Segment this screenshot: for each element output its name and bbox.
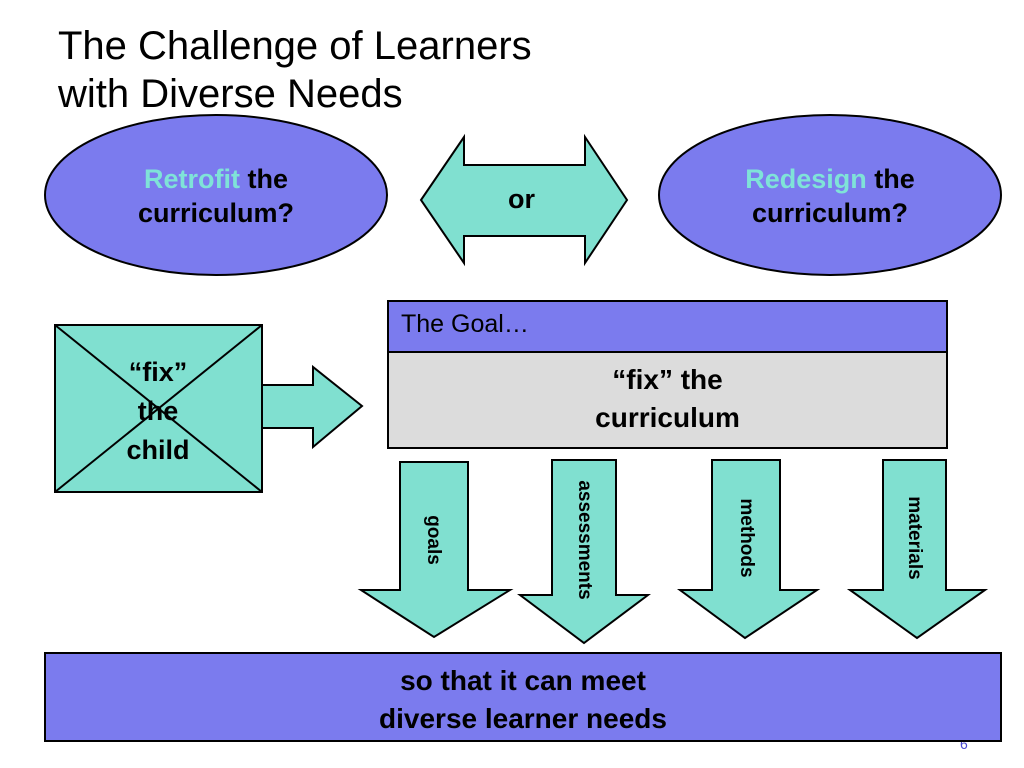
goal-line1: “fix” the <box>612 364 723 395</box>
child-box-label: “fix” the child <box>108 353 208 470</box>
cross-out-line-2 <box>54 324 263 493</box>
right-arrow-icon <box>261 364 364 450</box>
redesign-rest: the <box>866 164 915 194</box>
goal-header-label: The Goal… <box>401 310 529 338</box>
goals-arrow-icon <box>357 461 514 639</box>
redesign-keyword: Redesign <box>745 164 867 194</box>
goal-box-text: “fix” the curriculum <box>389 361 946 437</box>
retrofit-line2: curriculum? <box>137 198 295 228</box>
assessments-arrow-icon <box>517 459 651 645</box>
footer-line1: so that it can meet <box>400 665 646 696</box>
child-line3: child <box>126 435 190 465</box>
retrofit-rest: the <box>239 164 288 194</box>
slide-title-line1: The Challenge of Learners <box>58 24 532 68</box>
methods-label: methods <box>736 498 757 578</box>
footer-line2: diverse learner needs <box>379 703 667 734</box>
retrofit-ellipse <box>44 114 388 276</box>
goal-box: “fix” the curriculum <box>387 353 948 449</box>
goals-label: goals <box>423 515 444 565</box>
retrofit-keyword: Retrofit <box>143 164 240 194</box>
double-arrow-icon <box>419 133 629 267</box>
goal-header-bar: The Goal… <box>387 300 948 353</box>
materials-arrow-icon <box>846 459 989 640</box>
methods-arrow-icon <box>676 459 821 640</box>
or-label: or <box>508 184 535 214</box>
assessments-label: assessments <box>574 480 595 600</box>
retrofit-label: Retrofit the curriculum? <box>70 162 362 230</box>
slide-title: The Challenge of Learners with Diverse N… <box>58 22 532 118</box>
goal-line2: curriculum <box>595 402 740 433</box>
page-number: 6 <box>960 736 968 752</box>
slide-title-line2: with Diverse Needs <box>58 72 403 116</box>
footer-text: so that it can meet diverse learner need… <box>46 662 1000 738</box>
redesign-label: Redesign the curriculum? <box>684 162 976 230</box>
redesign-ellipse <box>658 114 1002 276</box>
footer-bar: so that it can meet diverse learner need… <box>44 652 1002 742</box>
redesign-line2: curriculum? <box>751 198 909 228</box>
materials-label: materials <box>904 496 925 580</box>
child-line2: the <box>137 396 179 426</box>
child-line1: “fix” <box>128 357 188 387</box>
